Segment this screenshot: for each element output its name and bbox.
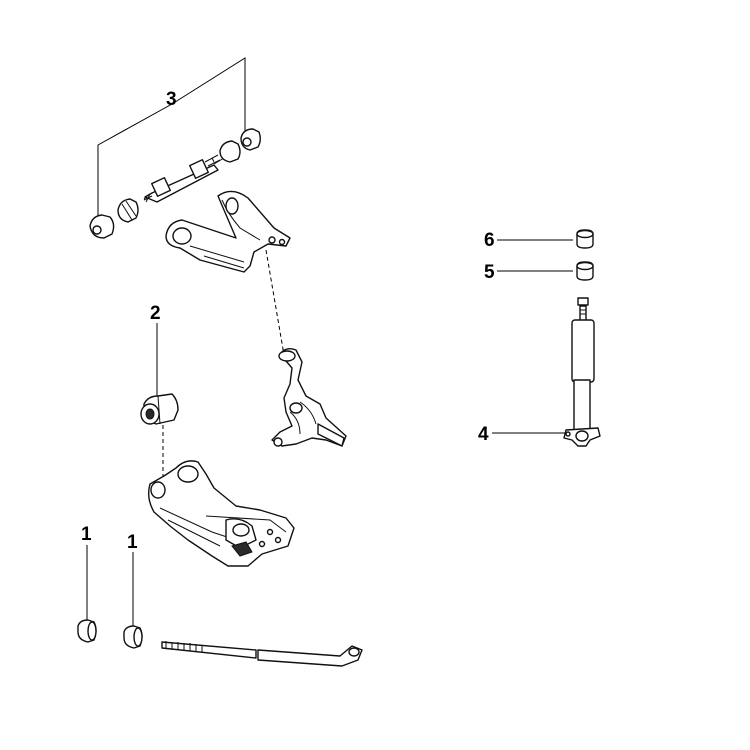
lower-arm-bushing[interactable] — [140, 393, 179, 425]
steering-knuckle[interactable] — [271, 347, 347, 447]
callout-6[interactable]: 6 — [484, 230, 495, 251]
pivot-bushing-outer-right[interactable] — [240, 128, 261, 151]
upper-control-arm[interactable] — [165, 190, 291, 273]
callout-2[interactable]: 2 — [150, 303, 161, 324]
callout-3[interactable]: 3 — [166, 89, 177, 110]
shock-bushing-6[interactable] — [576, 229, 594, 249]
strut-rod[interactable] — [161, 641, 363, 667]
callout-1-left[interactable]: 1 — [81, 524, 92, 545]
callout-4[interactable]: 4 — [478, 424, 489, 445]
strut-rod-bushing-right[interactable] — [123, 625, 143, 649]
strut-rod-bushing-left[interactable] — [77, 619, 97, 643]
pivot-bushing-outer-left[interactable] — [89, 214, 115, 239]
lower-control-arm[interactable] — [147, 460, 295, 567]
upper-arm-pivot-shaft-kit[interactable] — [89, 128, 261, 239]
callout-5[interactable]: 5 — [484, 262, 495, 283]
leader-lines — [86, 57, 573, 628]
shock-bushing-5[interactable] — [576, 261, 594, 281]
shock-absorber[interactable] — [563, 297, 601, 447]
pivot-bushing-inner-right[interactable] — [219, 140, 241, 163]
pivot-bushing-inner-left[interactable] — [117, 198, 139, 223]
callout-1-right[interactable]: 1 — [127, 532, 138, 553]
pivot-shaft[interactable] — [143, 154, 225, 203]
